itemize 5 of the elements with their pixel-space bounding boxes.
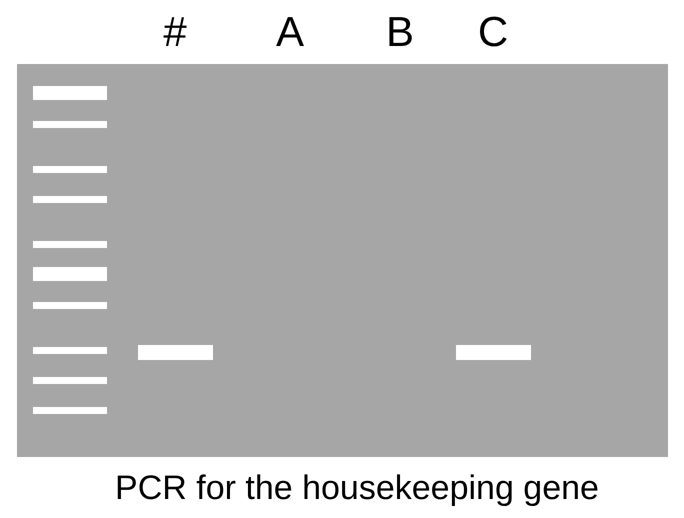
lane-label: B <box>386 8 414 56</box>
lane-label: # <box>163 8 187 56</box>
lane-label: A <box>276 8 304 56</box>
lane-label: C <box>478 8 508 56</box>
gel-caption: PCR for the housekeeping gene <box>114 468 600 509</box>
